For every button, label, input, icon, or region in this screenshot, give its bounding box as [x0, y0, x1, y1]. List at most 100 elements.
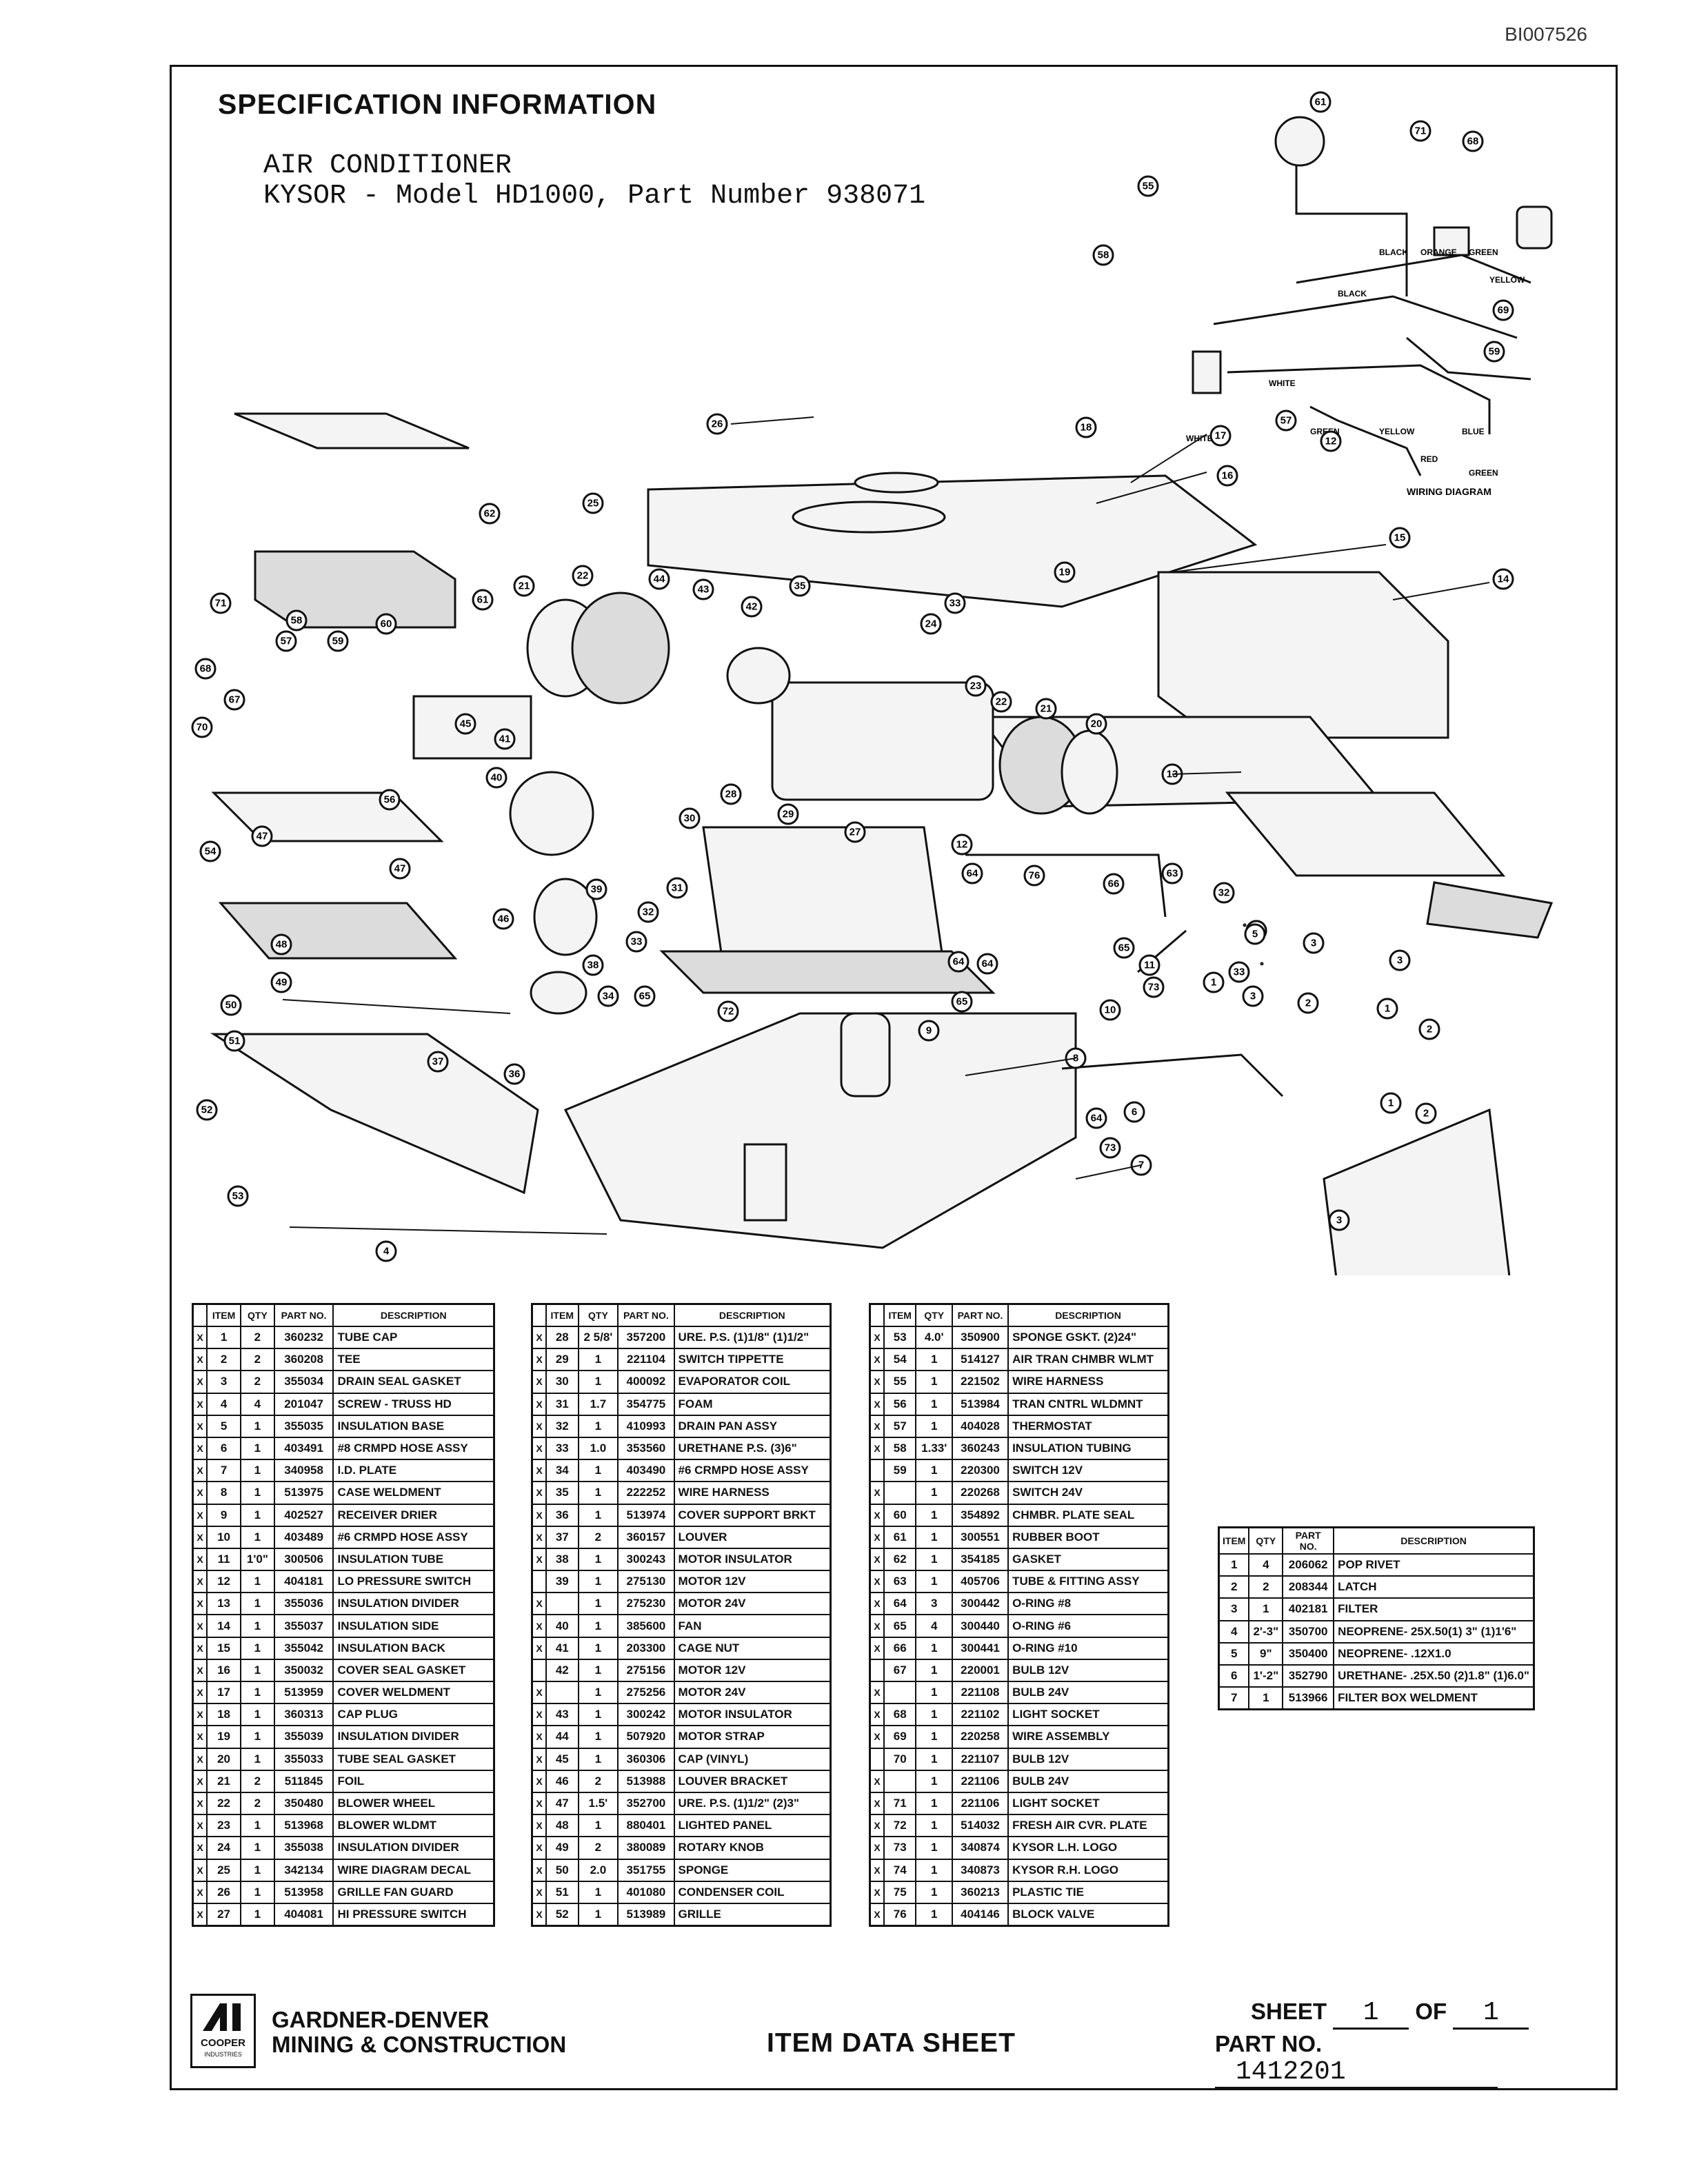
cell-x: X — [192, 1459, 208, 1483]
cell-item: 16 — [205, 1658, 242, 1683]
svg-text:49: 49 — [276, 977, 288, 989]
cell-x: X — [531, 1791, 547, 1816]
cell-part: 403491 — [273, 1436, 334, 1461]
svg-text:51: 51 — [229, 1035, 241, 1047]
cell-qty: 1 — [240, 1880, 275, 1904]
cell-item: 7 — [205, 1459, 242, 1483]
cell-qty: 1 — [240, 1902, 275, 1927]
cell-desc: RECEIVER DRIER — [332, 1503, 495, 1527]
leader-line — [1130, 434, 1207, 483]
cell-part: 400092 — [617, 1370, 675, 1394]
cell-x: X — [192, 1814, 208, 1838]
cell-x: X — [869, 1814, 885, 1838]
svg-text:12: 12 — [1325, 436, 1337, 447]
cell-x: X — [192, 1636, 208, 1660]
cell-part: 300442 — [951, 1592, 1009, 1616]
cell-x: X — [531, 1725, 547, 1749]
cell-desc: CHMBR. PLATE SEAL — [1007, 1503, 1169, 1527]
cell-x: X — [531, 1814, 547, 1838]
cell-item: 7 — [1218, 1686, 1250, 1710]
cell-item: 32 — [545, 1414, 579, 1438]
cell-qty: 1'0" — [240, 1547, 275, 1572]
svg-text:1: 1 — [1388, 1098, 1394, 1109]
exploded-parts-diagram: BLACK ORANGE GREEN BLACK YELLOW WHITE GR… — [191, 91, 1554, 1275]
cell-part: 513968 — [273, 1814, 334, 1838]
cell-qty: 1 — [915, 1570, 953, 1594]
condenser-motor-part — [533, 878, 598, 956]
svg-text:1: 1 — [1385, 1003, 1390, 1015]
cell-desc: FILTER BOX WELDMENT — [1333, 1686, 1535, 1710]
cell-item: 21 — [205, 1769, 242, 1793]
cell-item: 6 — [1218, 1664, 1250, 1688]
cell-part: 221102 — [951, 1703, 1009, 1727]
svg-text:55: 55 — [1143, 181, 1154, 192]
svg-text:WHITE: WHITE — [1269, 378, 1296, 388]
cell-item: 8 — [205, 1481, 242, 1505]
svg-text:57: 57 — [1280, 415, 1292, 427]
cell-part: 221104 — [617, 1348, 675, 1372]
cell-qty: 1 — [577, 1814, 619, 1838]
svg-text:65: 65 — [956, 996, 968, 1008]
cell-qty: 1 — [577, 1481, 619, 1505]
svg-text:54: 54 — [205, 846, 217, 858]
cell-part: 511845 — [273, 1769, 334, 1793]
cell-item: 1 — [205, 1325, 242, 1350]
cell-item: 14 — [205, 1614, 242, 1638]
svg-text:58: 58 — [1098, 250, 1109, 261]
cell-item: 25 — [205, 1858, 242, 1882]
cell-qty: 1 — [1248, 1597, 1284, 1621]
cell-part: 513989 — [617, 1902, 675, 1927]
hose-assembly — [1061, 1053, 1284, 1098]
cell-item: 29 — [545, 1348, 579, 1372]
svg-text:3: 3 — [1250, 991, 1256, 1002]
svg-text:BLACK: BLACK — [1379, 247, 1408, 257]
condenser-coil-part — [210, 1033, 539, 1195]
filter-gasket-part — [1426, 881, 1554, 939]
cell-desc: PLASTIC TIE — [1007, 1880, 1169, 1904]
col-mark — [869, 1303, 885, 1327]
part-number: 1412201 — [1215, 2057, 1498, 2089]
svg-text:3: 3 — [1311, 938, 1316, 949]
cell-part: 340958 — [273, 1459, 334, 1483]
cell-desc: LIGHTED PANEL — [673, 1814, 832, 1838]
svg-text:3: 3 — [1336, 1215, 1342, 1226]
cell-item: 2 — [1218, 1575, 1250, 1599]
cell-desc: INSULATION DIVIDER — [332, 1725, 495, 1749]
cell-desc: MOTOR 12V — [673, 1658, 832, 1683]
cell-x: X — [869, 1725, 885, 1749]
motor-insulator-part — [530, 971, 587, 1015]
cell-qty: 1 — [915, 1503, 953, 1527]
cell-desc: LOUVER — [673, 1525, 832, 1549]
cell-part: 405706 — [951, 1570, 1009, 1594]
svg-text:65: 65 — [1118, 942, 1130, 954]
col-item: ITEM — [545, 1303, 579, 1327]
cell-desc: O-RING #10 — [1007, 1636, 1169, 1660]
cell-part: 206062 — [1282, 1553, 1335, 1577]
svg-text:33: 33 — [950, 598, 961, 609]
cell-item: 43 — [545, 1703, 579, 1727]
cell-x: X — [192, 1880, 208, 1904]
svg-text:37: 37 — [432, 1056, 444, 1068]
cell-part: 220268 — [951, 1481, 1009, 1505]
cell-qty: 1 — [240, 1436, 275, 1461]
cell-item: 3 — [205, 1370, 242, 1394]
cell-qty: 1 — [577, 1348, 619, 1372]
cell-x: X — [531, 1703, 547, 1727]
svg-text:17: 17 — [1215, 430, 1227, 442]
cell-desc: BULB 12V — [1007, 1658, 1169, 1683]
cell-desc: COVER SUPPORT BRKT — [673, 1503, 832, 1527]
